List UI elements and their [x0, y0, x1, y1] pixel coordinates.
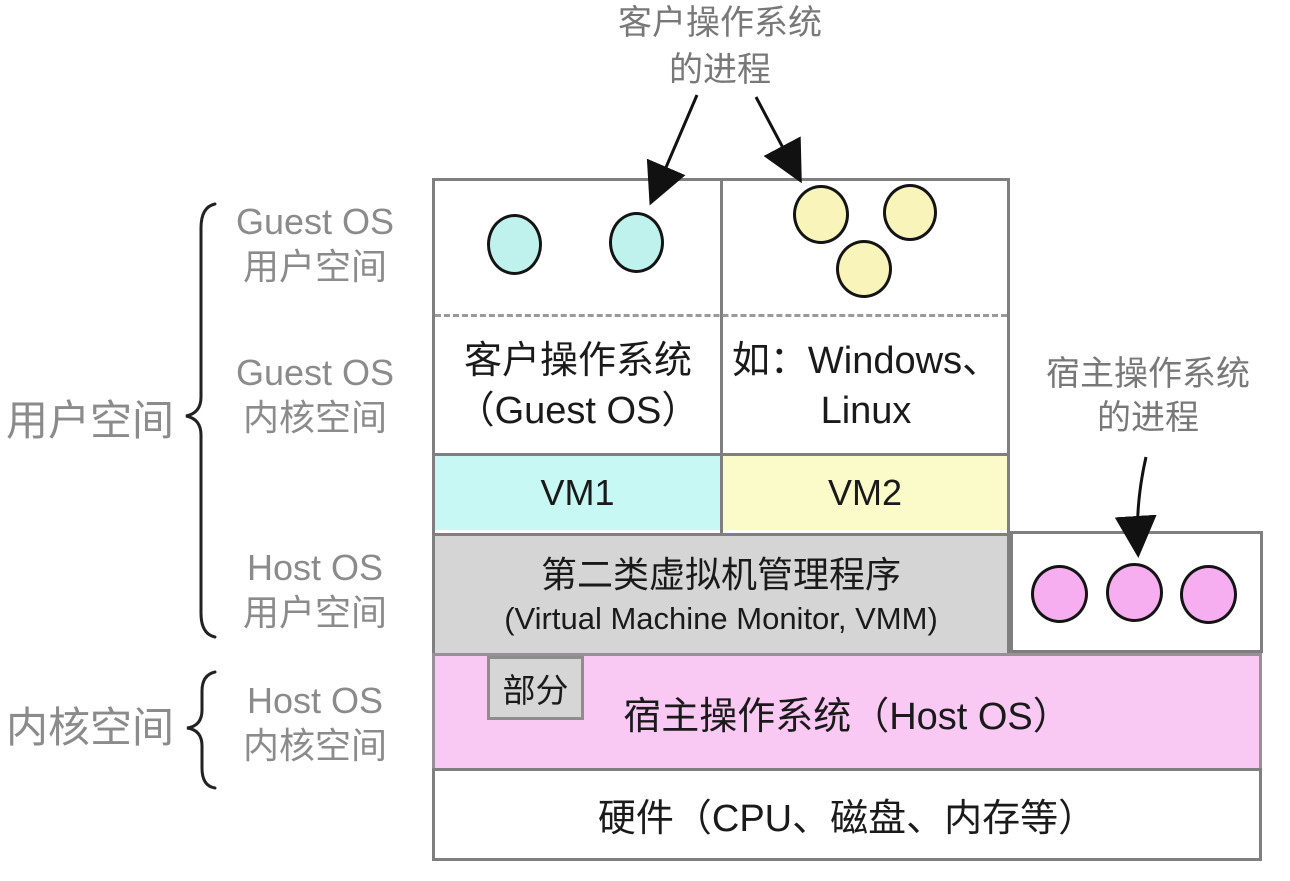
user-space-label: 用户空间 — [5, 397, 174, 444]
host-process-circle-1 — [1031, 565, 1088, 623]
host-process-circle-3 — [1180, 565, 1237, 624]
vm2-label: VM2 — [827, 472, 903, 513]
guest-process-annotation: 客户操作系统 的进程 — [545, 0, 895, 94]
host-kernel-space-label: Host OS 内核空间 — [225, 678, 405, 768]
vmm-box: 第二类虚拟机管理程序 (Virtual Machine Monitor, VMM… — [432, 533, 1010, 653]
host-process-circle-2 — [1106, 563, 1163, 622]
guest-user-space-label: Guest OS 用户空间 — [225, 199, 405, 289]
guest-process-arrow-right — [754, 96, 802, 184]
guest-process-circle-vm2-2 — [883, 184, 937, 241]
host-os-box: 部分 宿主操作系统（Host OS） — [432, 653, 1262, 768]
host-kernel-space-label-line1: Host OS — [246, 680, 384, 721]
vmm-label-line2: (Virtual Machine Monitor, VMM) — [504, 600, 938, 636]
partial-label: 部分 — [502, 672, 569, 709]
host-user-space-label-line2: 用户空间 — [242, 592, 387, 633]
guest-process-annotation-line1: 客户操作系统 — [618, 4, 822, 42]
partial-box: 部分 — [487, 656, 584, 720]
vm1-label: VM1 — [540, 472, 615, 513]
host-process-annotation-line2: 的进程 — [1097, 399, 1199, 437]
kernel-space-brace — [186, 670, 217, 790]
host-kernel-space-label-line2: 内核空间 — [242, 725, 387, 766]
guest-process-annotation-line2: 的进程 — [669, 51, 771, 89]
host-process-annotation: 宿主操作系统 的进程 — [1020, 352, 1276, 440]
host-process-annotation-line1: 宿主操作系统 — [1046, 355, 1250, 393]
guest-os-cell-line2: （Guest OS） — [456, 390, 700, 432]
guest-process-circle-vm1-2 — [609, 212, 664, 273]
guest-kernel-space-label-line1: Guest OS — [235, 352, 395, 393]
vm-row: VM1 VM2 — [435, 453, 1007, 530]
os-examples-cell-line1: 如：Windows、 — [731, 340, 1001, 382]
vmm-label-line1: 第二类虚拟机管理程序 — [540, 553, 901, 595]
host-user-space-label-line1: Host OS — [246, 547, 384, 588]
guest-process-circle-vm1-1 — [487, 214, 542, 275]
guest-os-cell-line1: 客户操作系统 — [463, 340, 692, 382]
column-divider — [720, 181, 723, 533]
os-examples-cell: 如：Windows、 Linux — [723, 336, 1009, 436]
host-user-space-label: Host OS 用户空间 — [225, 545, 405, 635]
guest-process-circle-vm2-1 — [793, 185, 849, 244]
hardware-label: 硬件（CPU、磁盘、内存等） — [597, 798, 1097, 840]
kernel-space-label: 内核空间 — [5, 704, 174, 751]
host-os-label: 宿主操作系统（Host OS） — [623, 695, 1071, 738]
guest-kernel-space-label: Guest OS 内核空间 — [225, 350, 405, 440]
user-space-brace — [185, 202, 217, 639]
hardware-box: 硬件（CPU、磁盘、内存等） — [432, 768, 1262, 861]
guest-user-space-label-line1: Guest OS — [235, 201, 395, 242]
vm2-box: VM2 — [720, 456, 1007, 530]
os-examples-cell-line2: Linux — [820, 390, 912, 432]
guest-kernel-space-label-line2: 内核空间 — [242, 397, 387, 438]
vm1-box: VM1 — [435, 456, 720, 530]
user-kernel-dashed-divider — [435, 314, 1007, 317]
guest-process-circle-vm2-3 — [836, 240, 892, 298]
guest-user-space-label-line2: 用户空间 — [242, 246, 387, 287]
guest-os-cell: 客户操作系统 （Guest OS） — [435, 336, 721, 436]
